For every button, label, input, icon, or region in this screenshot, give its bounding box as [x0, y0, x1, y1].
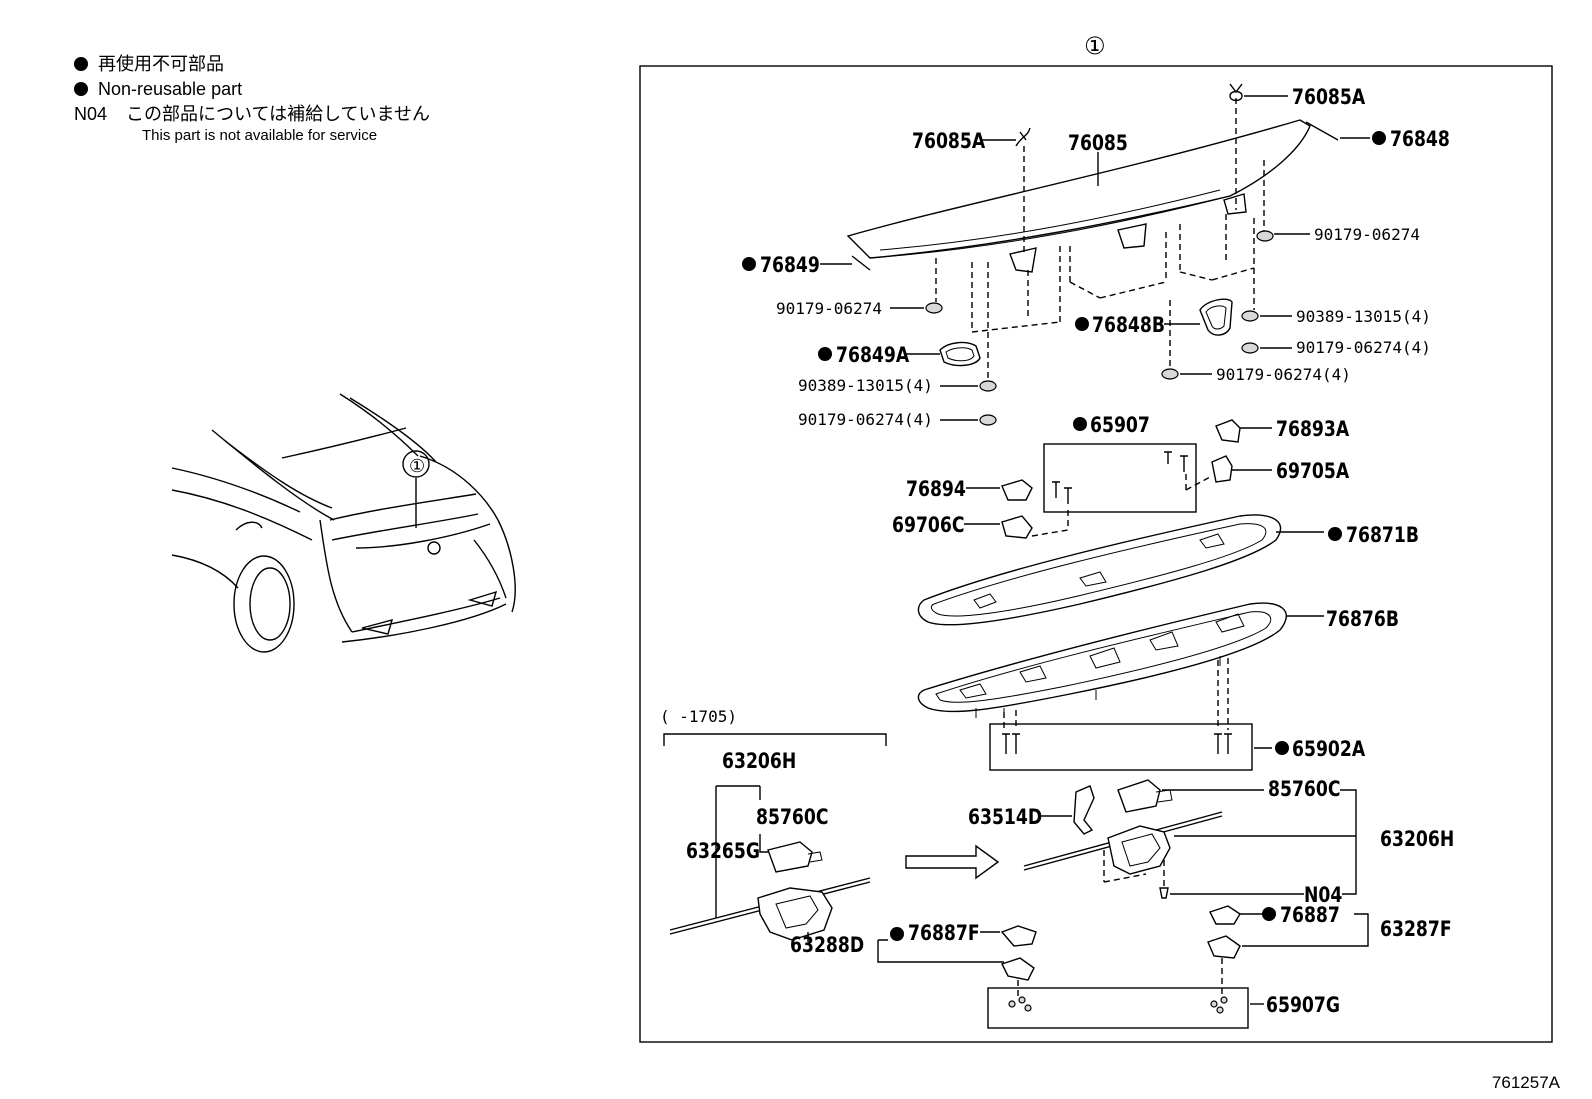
legend-nonreusable-jp: 再使用不可部品	[98, 54, 224, 74]
bracket-76894	[1001, 479, 1033, 501]
bracket-76887F	[1000, 925, 1037, 947]
bottom-brackets	[877, 905, 1369, 1029]
seal-76849	[851, 255, 871, 271]
bullet-icon	[74, 57, 88, 71]
label-76085A-top: 76085A	[1292, 84, 1365, 109]
seal-76848B	[1199, 298, 1233, 336]
nut-90179-l1	[925, 302, 943, 314]
legend-n04-code: N04	[74, 104, 108, 124]
motor-85760C-new	[1117, 779, 1161, 813]
label-85760C-right: 85760C	[1268, 776, 1340, 801]
callout-number: ①	[409, 456, 425, 477]
label-65907: 65907	[1090, 412, 1150, 437]
label-76085A-left: 76085A	[912, 128, 985, 153]
car-illustration: ①	[171, 393, 516, 653]
kit-box-65902A	[989, 723, 1272, 771]
clip-76085A-left	[1015, 127, 1031, 147]
label-76849A: 76849A	[836, 342, 909, 367]
diagram-frame	[639, 65, 1553, 1043]
spoiler-fastener-lines	[935, 98, 1265, 380]
new-version-group	[1023, 779, 1357, 899]
leader-lines-top	[820, 95, 1370, 421]
label-69705A: 69705A	[1276, 458, 1349, 483]
motor-85760C-old	[767, 841, 813, 873]
frame-callout: ①	[1084, 32, 1106, 60]
label-76848B: 76848B	[1092, 312, 1165, 337]
latch-63288D-old	[757, 887, 833, 941]
label-63206H-right: 63206H	[1380, 826, 1454, 851]
panel-76876B	[917, 602, 1324, 730]
label-76893A: 76893A	[1276, 416, 1349, 441]
label-63514D: 63514D	[968, 804, 1042, 829]
spoiler-small-parts	[925, 83, 1274, 426]
spoiler-76085	[846, 119, 1339, 273]
legend-row-en: Non-reusable part	[74, 77, 430, 102]
label-63287F: 63287F	[1380, 916, 1452, 941]
callout-circle	[402, 450, 430, 478]
range-label: ( -1705)	[660, 707, 737, 726]
kit-box-65907	[1043, 443, 1197, 513]
nut-90179-l2	[979, 414, 997, 426]
label-76085: 76085	[1068, 130, 1128, 155]
label-63265G: 63265G	[686, 838, 760, 863]
bracket-69706C	[1001, 515, 1033, 539]
bracket-63514D	[1073, 785, 1095, 835]
nut-90389-r	[1241, 310, 1259, 322]
kit-box-65907G	[987, 987, 1249, 1029]
label-76894: 76894	[906, 476, 966, 501]
label-90179-c: 90179-06274(4)	[1216, 365, 1351, 384]
clip-76085A-top	[1229, 83, 1243, 102]
old-version-group: ( -1705)	[660, 707, 887, 942]
arrow-icon	[905, 844, 1000, 880]
legend-row-n04: N04 この部品については補給していません	[74, 102, 430, 127]
latch-63206H-new	[1107, 825, 1171, 875]
label-90179-r2: 90179-06274(4)	[1296, 338, 1431, 357]
label-63288D: 63288D	[790, 932, 864, 957]
label-90179-l2: 90179-06274(4)	[798, 410, 933, 429]
label-65907G: 65907G	[1266, 992, 1340, 1017]
bullet-icon	[74, 82, 88, 96]
label-90389-l: 90389-13015(4)	[798, 376, 933, 395]
label-76849: 76849	[760, 252, 820, 277]
reference-number: 761257A	[1491, 1073, 1560, 1092]
label-85760C-left: 85760C	[756, 804, 828, 829]
label-76887F: 76887F	[908, 920, 980, 945]
label-76871B: 76871B	[1346, 522, 1419, 547]
label-65902A: 65902A	[1292, 736, 1365, 761]
bracket-76893A	[1215, 419, 1241, 443]
seal-76848	[1305, 121, 1339, 141]
nut-90179-c	[1161, 368, 1179, 380]
legend-nonreusable-en: Non-reusable part	[98, 79, 243, 99]
label-69706C: 69706C	[892, 512, 964, 537]
legend: 再使用不可部品 Non-reusable part N04 この部品については補給…	[74, 52, 430, 145]
bracket-lower-right	[1207, 935, 1241, 959]
label-90179-r1: 90179-06274	[1314, 225, 1420, 244]
bracket-76887	[1209, 905, 1241, 925]
part-labels: 76085A 76085 76085A 76848 90179-06274 76…	[686, 84, 1454, 1017]
legend-row-jp: 再使用不可部品	[74, 52, 430, 77]
label-90179-l1: 90179-06274	[776, 299, 882, 318]
label-76876B: 76876B	[1326, 606, 1399, 631]
bracket-lower-left	[1001, 957, 1035, 981]
label-76848: 76848	[1390, 126, 1450, 151]
bracket-69705A	[1211, 455, 1233, 483]
nonreusable-markers	[742, 131, 1386, 941]
legend-n04-jp: この部品については補給していません	[126, 104, 431, 124]
nut-90179-r2	[1241, 342, 1259, 354]
label-63206H-left: 63206H	[722, 748, 796, 773]
seal-76849A	[939, 341, 981, 367]
seal-76871B	[917, 514, 1324, 626]
label-90389-r: 90389-13015(4)	[1296, 307, 1431, 326]
label-76887: 76887	[1280, 902, 1340, 927]
legend-n04-en: This part is not available for service	[142, 127, 378, 144]
nut-90389-l	[979, 380, 997, 392]
bracket-group-65907	[964, 419, 1272, 539]
nut-90179-r1	[1256, 230, 1274, 242]
label-N04: N04	[1304, 882, 1342, 907]
